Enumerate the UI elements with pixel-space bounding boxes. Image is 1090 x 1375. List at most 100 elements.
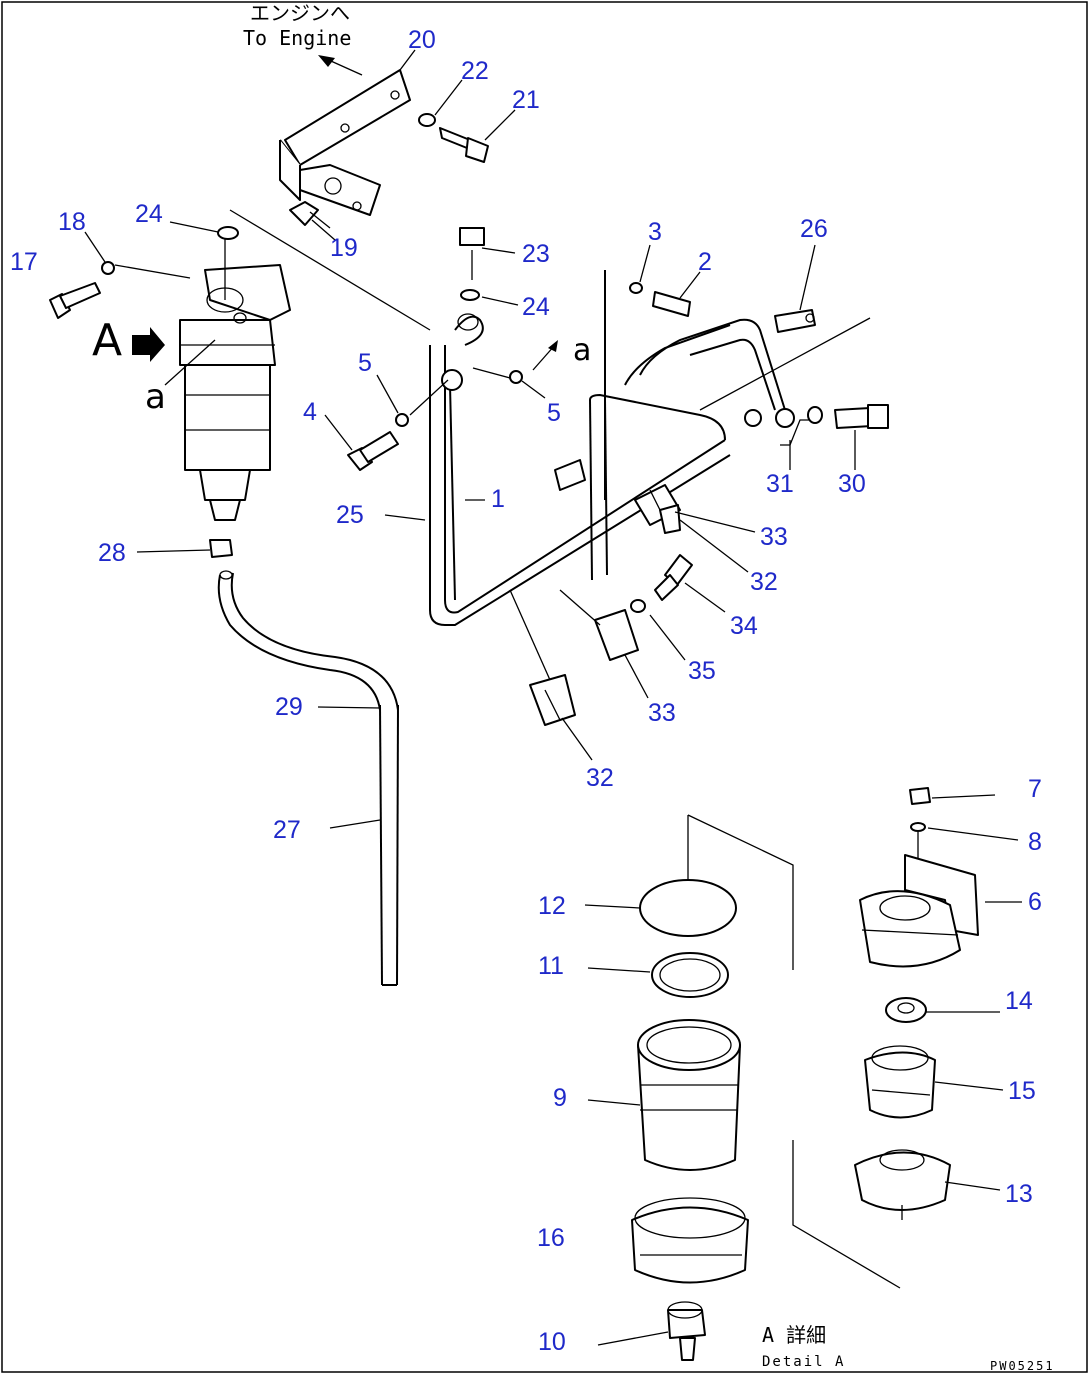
detail-a-title: A 詳細 — [762, 1323, 826, 1347]
callout-leaders — [84, 49, 1022, 1346]
view-a-arrow-icon — [132, 327, 165, 362]
callout-9: 9 — [553, 1084, 567, 1112]
bolt-part-4 — [347, 431, 399, 471]
drain-plug-part-10 — [667, 1301, 706, 1361]
washer-part-3 — [629, 282, 643, 294]
clamp-part-32-lower — [529, 674, 576, 726]
washer-part-8 — [910, 822, 926, 832]
callout-6: 6 — [1028, 888, 1042, 916]
union-part-26 — [774, 309, 816, 333]
clamp-part-32-upper — [659, 504, 681, 534]
seal-part-14 — [885, 997, 927, 1023]
port-a-right-label: a — [573, 333, 591, 368]
callout-5-right: 5 — [547, 399, 561, 427]
callout-labels: 20 22 21 24 18 17 19 23 24 3 2 26 5 5 4 … — [10, 26, 1042, 1356]
callout-15: 15 — [1008, 1077, 1036, 1105]
part-31-bracket-line — [780, 419, 810, 446]
detail-a-en-label: Detail A — [762, 1354, 845, 1370]
bolt-part-34 — [654, 554, 693, 601]
callout-25: 25 — [336, 501, 364, 529]
callout-14: 14 — [1005, 987, 1033, 1015]
callout-2: 2 — [698, 248, 712, 276]
callout-1: 1 — [491, 485, 505, 513]
port-a-right-arrowhead — [548, 340, 558, 352]
bracket-part-20 — [279, 69, 411, 216]
bolt-part-30 — [834, 404, 889, 429]
bolt-part-7 — [909, 787, 931, 805]
callout-31: 31 — [766, 470, 794, 498]
to-engine-jp-label: エンジンへ — [250, 1, 350, 25]
detail-frame-bottom — [792, 1140, 901, 1289]
bolt-17-axis — [114, 264, 191, 279]
callout-23: 23 — [522, 240, 550, 268]
fuel-filter-assembly — [179, 235, 291, 521]
bolt-part-17 — [49, 282, 101, 319]
detail-frame-top — [687, 814, 794, 970]
fuel-pipe-part-1 — [429, 313, 731, 626]
callout-33-lower: 33 — [648, 699, 676, 727]
callout-17: 17 — [10, 248, 38, 276]
filter-element-part-9 — [637, 1019, 741, 1171]
callout-24-mid: 24 — [522, 293, 550, 321]
callout-34: 34 — [730, 612, 758, 640]
callout-11: 11 — [538, 952, 564, 980]
bolt-4-axis — [409, 379, 449, 416]
callout-32-lower: 32 — [586, 764, 614, 792]
callout-29: 29 — [275, 693, 303, 721]
drawing-code: PW05251 — [990, 1359, 1055, 1373]
clamp-axis-line — [509, 589, 551, 681]
callout-13: 13 — [1005, 1180, 1033, 1208]
callout-5-left: 5 — [358, 349, 372, 377]
callout-18: 18 — [58, 208, 86, 236]
port-a-left-label: a — [145, 377, 166, 417]
callout-32-upper: 32 — [750, 568, 778, 596]
bowl-part-13 — [854, 1149, 951, 1220]
washer-5-axis — [472, 367, 511, 379]
callout-19: 19 — [330, 234, 358, 262]
o-ring-part-12 — [639, 879, 737, 937]
connector-part-28 — [209, 539, 233, 558]
washer-part-5-right — [509, 370, 523, 384]
clamp-axis-line-2 — [559, 589, 601, 626]
callout-7: 7 — [1028, 775, 1042, 803]
filter-head-part-6 — [859, 854, 979, 968]
clamp-part-33-lower — [594, 609, 639, 661]
separator-part-15 — [864, 1045, 936, 1119]
callout-3: 3 — [648, 218, 662, 246]
callout-26: 26 — [800, 215, 828, 243]
ring-part-11 — [651, 952, 729, 998]
washer-part-5-left — [395, 413, 409, 427]
callout-16: 16 — [537, 1224, 565, 1252]
to-engine-label: To Engine — [243, 26, 351, 50]
ring-nut-part-16 — [631, 1197, 749, 1284]
bolt-part-2 — [652, 291, 691, 317]
callout-24-top: 24 — [135, 200, 163, 228]
callout-22: 22 — [461, 57, 489, 85]
callout-28: 28 — [98, 539, 126, 567]
callout-30: 30 — [838, 470, 866, 498]
callout-33-upper: 33 — [760, 523, 788, 551]
bolt-part-19 — [289, 201, 331, 229]
pipe-leader-line — [699, 317, 871, 411]
callout-12: 12 — [538, 892, 566, 920]
port-a-left-leader — [164, 339, 216, 386]
callout-10: 10 — [538, 1328, 566, 1356]
fuel-return-pipe — [554, 270, 795, 581]
washer-part-31-a — [744, 409, 762, 427]
filter-leader-line — [229, 209, 431, 331]
drain-tube-part-27 — [379, 704, 399, 986]
view-a-label: A — [92, 315, 122, 366]
callout-20: 20 — [408, 26, 436, 54]
bolt-part-21 — [439, 127, 489, 163]
callout-35: 35 — [688, 657, 716, 685]
washer-part-31-b — [807, 406, 823, 424]
washer-part-24-mid — [460, 289, 480, 301]
washer-part-22 — [418, 113, 436, 127]
callout-4: 4 — [303, 398, 317, 426]
washer-part-35 — [630, 599, 646, 613]
to-engine-arrowhead — [318, 55, 335, 67]
callout-27: 27 — [273, 816, 301, 844]
bolt-part-23 — [459, 227, 485, 280]
